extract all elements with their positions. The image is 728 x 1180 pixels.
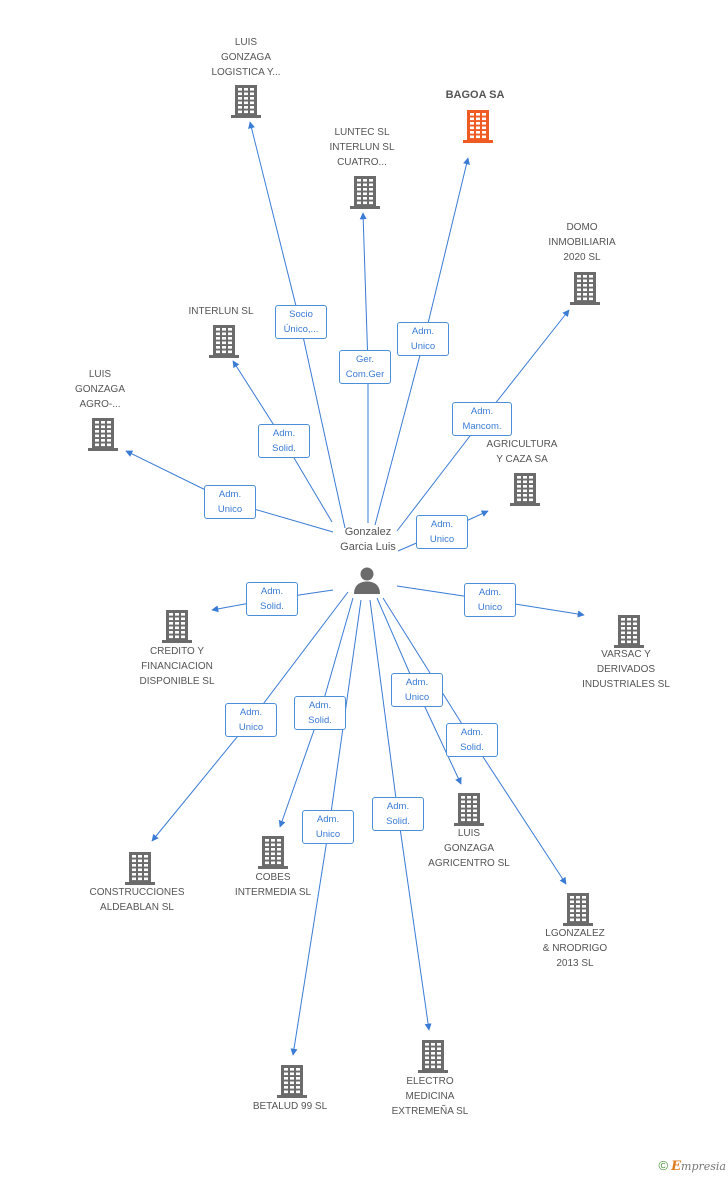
role-tag-luis-logistica[interactable]: Socio Único,... <box>275 305 327 339</box>
role-tag-domo[interactable]: Adm. Mancom. <box>452 402 512 436</box>
person-icon <box>354 567 380 594</box>
building-icon[interactable] <box>123 850 157 886</box>
company-label-betalud[interactable]: BETALUD 99 SL <box>252 1101 328 1112</box>
role-tag-betalud[interactable]: Adm. Unico <box>302 810 354 844</box>
company-label-varsac[interactable]: VARSAC Y DERIVADOS INDUSTRIALES SL <box>582 649 670 690</box>
building-icon[interactable] <box>229 83 263 119</box>
role-tag-luntec[interactable]: Ger. Com.Ger <box>339 350 391 384</box>
role-tag-luis-agricentro[interactable]: Adm. Unico <box>391 673 443 707</box>
copyright: © Empresia <box>658 1158 726 1174</box>
building-icon[interactable] <box>452 791 486 827</box>
center-person-name: Gonzalez Garcia Luis <box>340 526 396 553</box>
building-icon[interactable] <box>568 270 602 306</box>
company-label-domo[interactable]: DOMO INMOBILIARIA 2020 SL <box>548 222 616 263</box>
building-icon[interactable] <box>348 174 382 210</box>
company-label-bagoa[interactable]: BAGOA SA <box>445 89 505 101</box>
building-icon[interactable] <box>160 608 194 644</box>
building-icon[interactable] <box>612 613 646 649</box>
company-label-agricultura[interactable]: AGRICULTURA Y CAZA SA <box>486 439 558 465</box>
role-tag-electro[interactable]: Adm. Solid. <box>372 797 424 831</box>
company-label-credito[interactable]: CREDITO Y FINANCIACION DISPONIBLE SL <box>139 646 215 687</box>
company-label-lgonzalez[interactable]: LGONZALEZ & NRODRIGO 2013 SL <box>542 928 608 969</box>
building-icon[interactable] <box>207 323 241 359</box>
role-tag-credito[interactable]: Adm. Solid. <box>246 582 298 616</box>
role-tag-cobes[interactable]: Adm. Solid. <box>294 696 346 730</box>
role-tag-agricultura[interactable]: Adm. Unico <box>416 515 468 549</box>
building-icon[interactable] <box>461 108 495 144</box>
company-label-luis-agricentro[interactable]: LUIS GONZAGA AGRICENTRO SL <box>428 828 510 869</box>
company-label-luis-logistica[interactable]: LUIS GONZAGA LOGISTICA Y... <box>211 37 281 78</box>
copyright-symbol: © <box>658 1158 669 1173</box>
role-tag-luis-agro[interactable]: Adm. Unico <box>204 485 256 519</box>
role-tag-bagoa[interactable]: Adm. Unico <box>397 322 449 356</box>
building-icon[interactable] <box>275 1063 309 1099</box>
role-tag-interlun[interactable]: Adm. Solid. <box>258 424 310 458</box>
building-icon[interactable] <box>256 834 290 870</box>
role-tag-lgonzalez[interactable]: Adm. Solid. <box>446 723 498 757</box>
role-tag-construcciones[interactable]: Adm. Unico <box>225 703 277 737</box>
building-icon[interactable] <box>86 416 120 452</box>
role-tag-varsac[interactable]: Adm. Unico <box>464 583 516 617</box>
company-label-electro[interactable]: ELECTRO MEDICINA EXTREMEÑA SL <box>391 1076 469 1117</box>
building-icon[interactable] <box>508 471 542 507</box>
company-label-cobes[interactable]: COBES INTERMEDIA SL <box>234 872 312 898</box>
company-label-construcciones[interactable]: CONSTRUCCIONES ALDEABLAN SL <box>89 887 185 913</box>
building-icon[interactable] <box>561 891 595 927</box>
brand-logo[interactable]: Empresia <box>671 1159 726 1174</box>
building-icon[interactable] <box>416 1038 450 1074</box>
company-label-luis-agro[interactable]: LUIS GONZAGA AGRO-... <box>74 369 125 410</box>
company-label-interlun[interactable]: INTERLUN SL <box>188 306 254 317</box>
company-label-luntec[interactable]: LUNTEC SL INTERLUN SL CUATRO... <box>329 127 395 168</box>
